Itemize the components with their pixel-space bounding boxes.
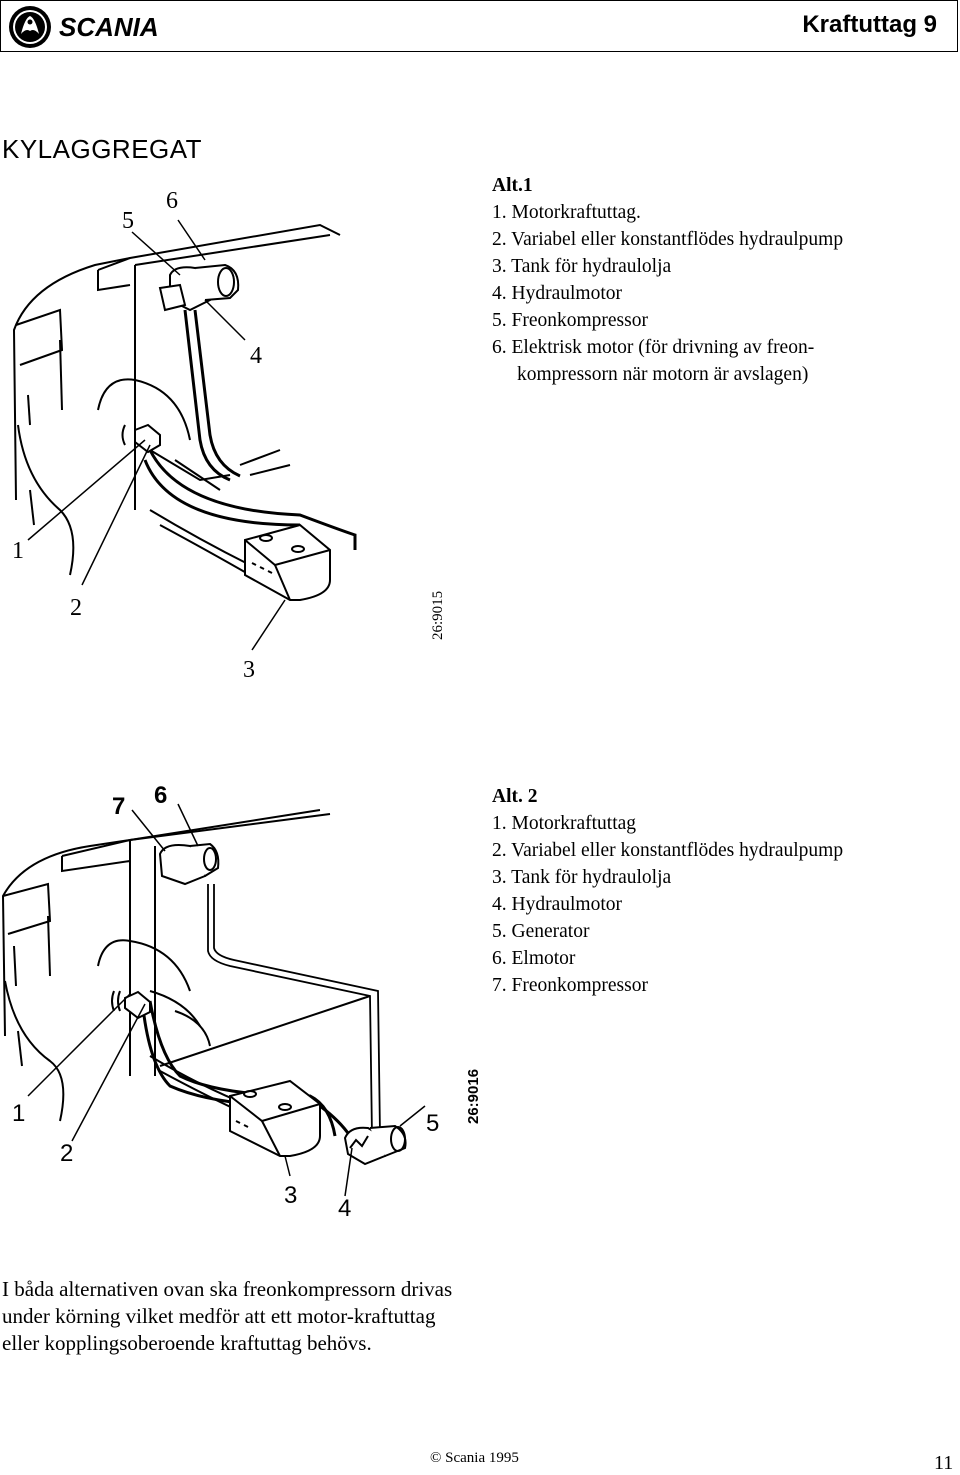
svg-text:SCANIA: SCANIA [59, 12, 159, 42]
callout-1: 1 [12, 1100, 25, 1127]
callout-4: 4 [250, 343, 262, 369]
legend-item: 5. Generator [492, 921, 590, 942]
callout-4: 4 [338, 1195, 351, 1222]
callout-2: 2 [60, 1140, 73, 1167]
legend-item: 3. Tank för hydraulolja [492, 867, 672, 888]
callout-3: 3 [284, 1182, 297, 1209]
legend-item: 6. Elmotor [492, 948, 576, 969]
legend-item: 1. Motorkraftuttag [492, 813, 637, 834]
page-number: 11 [934, 1452, 954, 1474]
scania-logo: SCANIA [9, 6, 159, 48]
callout-7: 7 [112, 793, 125, 820]
callout-5: 5 [122, 208, 134, 234]
callout-1: 1 [12, 538, 24, 564]
callout-5: 5 [426, 1110, 439, 1137]
legend-item: 1. Motorkraftuttag. [492, 202, 641, 223]
callout-2: 2 [70, 595, 82, 621]
legend-item: 6. Elektrisk motor (för drivning av freo… [492, 337, 815, 358]
page-header: SCANIA Kraftuttag 9 [0, 0, 958, 52]
body-paragraph: I båda alternativen ovan ska freonkompre… [2, 1277, 453, 1355]
figure-code: 26:9015 [430, 591, 446, 640]
callout-3: 3 [243, 657, 255, 683]
legend-item-continuation: kompressorn när motorn är avslagen) [517, 364, 809, 385]
legend-item: 5. Freonkompressor [492, 310, 648, 331]
legend-alt1: Alt.1 1. Motorkraftuttag. 2. Variabel el… [492, 172, 843, 388]
callout-6: 6 [154, 782, 167, 809]
document-title: Kraftuttag 9 [802, 11, 937, 38]
legend-item: 7. Freonkompressor [492, 975, 648, 996]
legend-item: 2. Variabel eller konstantflödes hydraul… [492, 840, 844, 861]
legend-title: Alt.1 [492, 175, 533, 196]
footer-copyright: © Scania 1995 [430, 1450, 519, 1466]
section-title: KYLAGGREGAT [2, 134, 203, 164]
legend-item: 4. Hydraulmotor [492, 283, 622, 304]
legend-title: Alt. 2 [492, 786, 538, 807]
figure-code: 26:9016 [465, 1069, 482, 1124]
legend-item: 2. Variabel eller konstantflödes hydraul… [492, 229, 844, 250]
callout-6: 6 [166, 188, 178, 214]
figure-alt1-diagram: 5 6 4 1 2 3 26:9015 [12, 188, 446, 683]
legend-item: 3. Tank för hydraulolja [492, 256, 672, 277]
legend-alt2: Alt. 2 1. Motorkraftuttag 2. Variabel el… [492, 783, 843, 999]
figure-alt2-diagram: 7 6 1 2 3 4 5 26:9016 [1, 782, 482, 1222]
legend-item: 4. Hydraulmotor [492, 894, 622, 915]
